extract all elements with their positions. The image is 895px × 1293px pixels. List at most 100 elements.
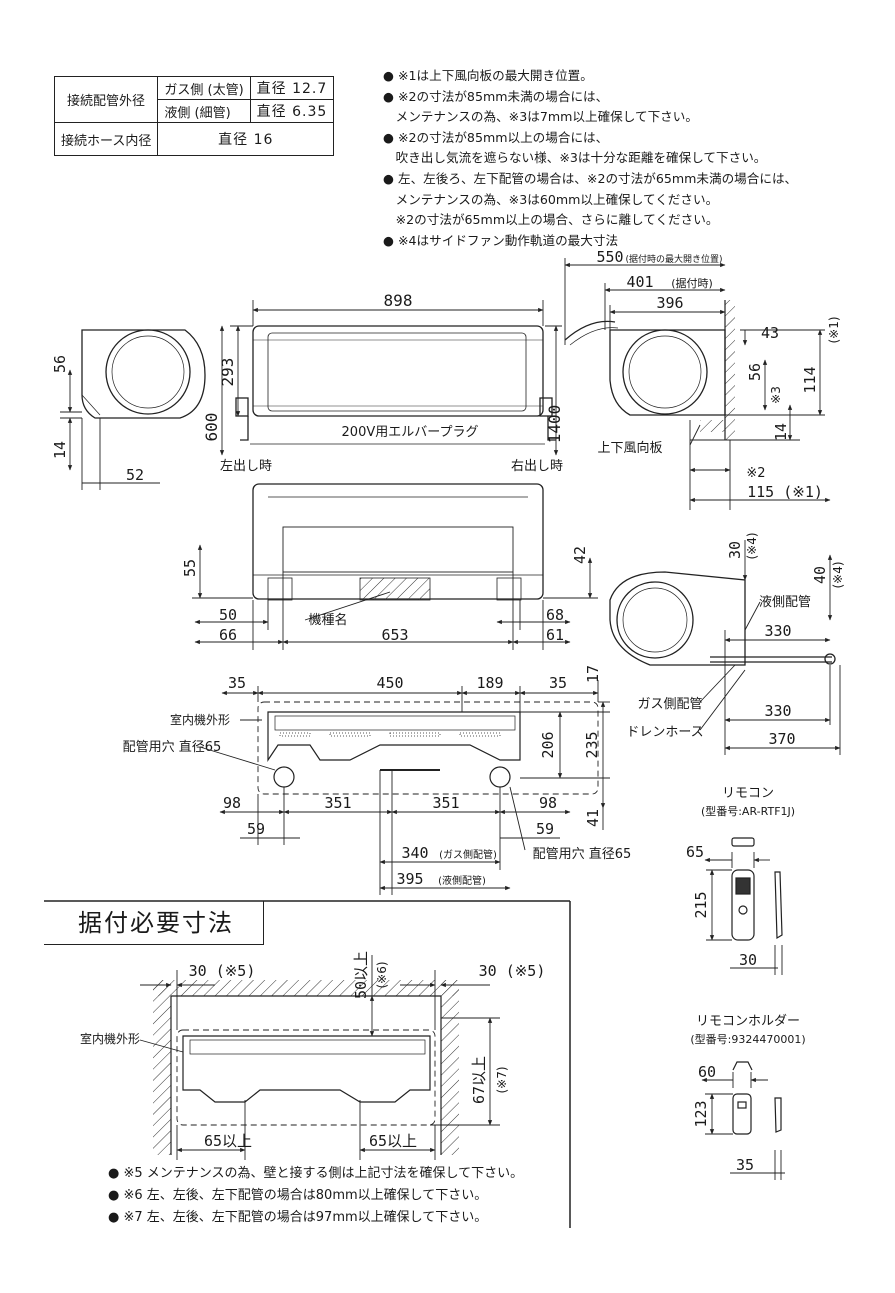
dim-115: 115 (※1) bbox=[747, 483, 823, 501]
dim-401: 401 bbox=[626, 273, 653, 291]
left-side-view bbox=[81, 329, 206, 419]
mark-4a: (※4) bbox=[745, 532, 759, 559]
dim-114: 114 bbox=[801, 366, 819, 393]
dim-65up-a: 65以上 bbox=[204, 1132, 252, 1150]
liquid-pipe-value: 直径 6.35 bbox=[249, 99, 335, 123]
note-line: ● ※7 左、左後、左下配管の場合は97mm以上確保して下さい。 bbox=[108, 1210, 488, 1225]
gas-pipe-label: ガス側 (太管) bbox=[157, 76, 251, 100]
drain-hose-label: ドレンホース bbox=[626, 725, 703, 740]
dim-206: 206 bbox=[539, 731, 557, 758]
dim-35a: 35 bbox=[228, 674, 246, 692]
dim-98a: 98 bbox=[223, 794, 241, 812]
pipe-hole-label-left: 配管用穴 直径65 bbox=[123, 740, 222, 755]
dim-215: 215 bbox=[692, 891, 710, 918]
dim-65-remote: 65 bbox=[686, 843, 704, 861]
left-side-dims bbox=[60, 369, 160, 490]
plate-dots bbox=[279, 732, 501, 737]
dim-401-note: (据付時) bbox=[671, 276, 713, 290]
note-line: ※2の寸法が65mm以上の場合、さらに離してください。 bbox=[383, 212, 719, 228]
dim-43: 43 bbox=[761, 324, 779, 342]
holder-model: (型番号:9324470001) bbox=[690, 1032, 805, 1046]
spec-row1-label: 接続配管外径 bbox=[53, 76, 159, 123]
dim-396: 396 bbox=[656, 294, 683, 312]
back-view bbox=[252, 483, 544, 601]
piping-dims bbox=[699, 540, 841, 755]
clearance-unit bbox=[170, 995, 442, 1155]
dim-35b: 35 bbox=[549, 674, 567, 692]
holder-dims bbox=[701, 1072, 785, 1180]
dim-98b: 98 bbox=[539, 794, 557, 812]
dim-30-5b: 30 (※5) bbox=[479, 962, 546, 980]
clearance-dims bbox=[139, 955, 500, 1160]
note-line: ● ※6 左、左後、左下配管の場合は80mm以上確保して下さい。 bbox=[108, 1188, 488, 1203]
front-dims bbox=[219, 300, 562, 456]
holder-title: リモコンホルダー bbox=[696, 1014, 800, 1029]
dim-340-note: (ガス側配管) bbox=[439, 848, 497, 861]
mark-3: ※3 bbox=[769, 386, 783, 404]
ceiling-hatch bbox=[153, 980, 459, 996]
dim-30-remote: 30 bbox=[739, 951, 757, 969]
dim-41: 41 bbox=[584, 809, 602, 827]
plug-label: 200V用エルバープラグ bbox=[342, 425, 479, 440]
dim-189: 189 bbox=[476, 674, 503, 692]
dim-235: 235 bbox=[583, 731, 601, 758]
unit-front-body bbox=[252, 325, 544, 417]
dim-65up-b: 65以上 bbox=[369, 1132, 417, 1150]
hose-value: 直径 16 bbox=[157, 122, 335, 156]
dim-55: 55 bbox=[181, 559, 199, 577]
wall-hatch-right bbox=[725, 300, 735, 440]
dim-35-holder: 35 bbox=[736, 1156, 754, 1174]
note-line: 吹き出し気流を遮らない様、※3は十分な距離を確保して下さい。 bbox=[383, 150, 767, 166]
dim-14-right: 14 bbox=[772, 423, 790, 441]
dim-30-5a: 30 (※5) bbox=[189, 962, 256, 980]
dim-59b: 59 bbox=[536, 820, 554, 838]
dim-351a: 351 bbox=[324, 794, 351, 812]
dim-50: 50 bbox=[219, 606, 237, 624]
dim-550: 550 bbox=[596, 248, 623, 266]
dim-50up: 50以上 bbox=[352, 951, 370, 999]
spec-row2-label: 接続ホース内径 bbox=[53, 122, 159, 156]
liquid-pipe-label: 液側配管 bbox=[759, 595, 811, 610]
dim-395: 395 bbox=[396, 870, 423, 888]
dim-351b: 351 bbox=[432, 794, 459, 812]
front-view bbox=[235, 325, 556, 445]
mark-6: (※6) bbox=[375, 961, 389, 988]
piping-side-view bbox=[609, 571, 836, 666]
dim-52: 52 bbox=[126, 466, 144, 484]
note-line: ● ※1は上下風向板の最大開き位置。 bbox=[383, 68, 593, 83]
dim-42: 42 bbox=[571, 546, 589, 564]
dim-330a: 330 bbox=[764, 622, 791, 640]
note-line: ● ※5 メンテナンスの為、壁と接する側は上記寸法を確保して下さい。 bbox=[108, 1166, 524, 1181]
note-line: メンテナンスの為、※3は7mm以上確保して下さい。 bbox=[383, 109, 698, 125]
dim-330b: 330 bbox=[764, 702, 791, 720]
dim-395-note: (液側配管) bbox=[438, 874, 486, 887]
liquid-pipe-label: 液側 (細管) bbox=[157, 99, 251, 123]
dim-293: 293 bbox=[218, 358, 237, 387]
dim-450: 450 bbox=[376, 674, 403, 692]
remote-model: (型番号:AR-RTF1J) bbox=[701, 804, 795, 818]
dim-56-right: 56 bbox=[746, 363, 764, 381]
wall-left-hatch bbox=[153, 980, 171, 1155]
dim-40-side: 40 bbox=[811, 566, 829, 584]
note-line: ● ※4はサイドファン動作軌道の最大寸法 bbox=[383, 232, 619, 248]
back-dims bbox=[192, 544, 598, 650]
plate-dims bbox=[199, 680, 610, 895]
dim-68: 68 bbox=[546, 606, 564, 624]
dim-123: 123 bbox=[692, 1100, 710, 1127]
mark-1: (※1) bbox=[827, 316, 841, 343]
section-title: 据付必要寸法 bbox=[44, 901, 264, 945]
dim-17: 17 bbox=[584, 665, 602, 683]
right-side-dims bbox=[564, 258, 831, 510]
louver-label: 上下風向板 bbox=[597, 440, 662, 456]
dim-370: 370 bbox=[768, 730, 795, 748]
notes-bottom: ● ※5 メンテナンスの為、壁と接する側は上記寸法を確保して下さい。 ● ※6 … bbox=[108, 1163, 523, 1229]
note-line: ● 左、左後ろ、左下配管の場合は、※2の寸法が65mm未満の場合には、 bbox=[383, 170, 798, 186]
dim-600: 600 bbox=[202, 413, 221, 442]
remote-drawing bbox=[731, 837, 783, 941]
holder-drawing bbox=[732, 1061, 782, 1135]
note-line: ● ※2の寸法が85mm以上の場合には、 bbox=[383, 129, 609, 145]
mark-2: ※2 bbox=[746, 466, 765, 481]
indoor-outline-label-2: 室内機外形 bbox=[80, 1031, 140, 1046]
mark-7: (※7) bbox=[495, 1066, 509, 1093]
